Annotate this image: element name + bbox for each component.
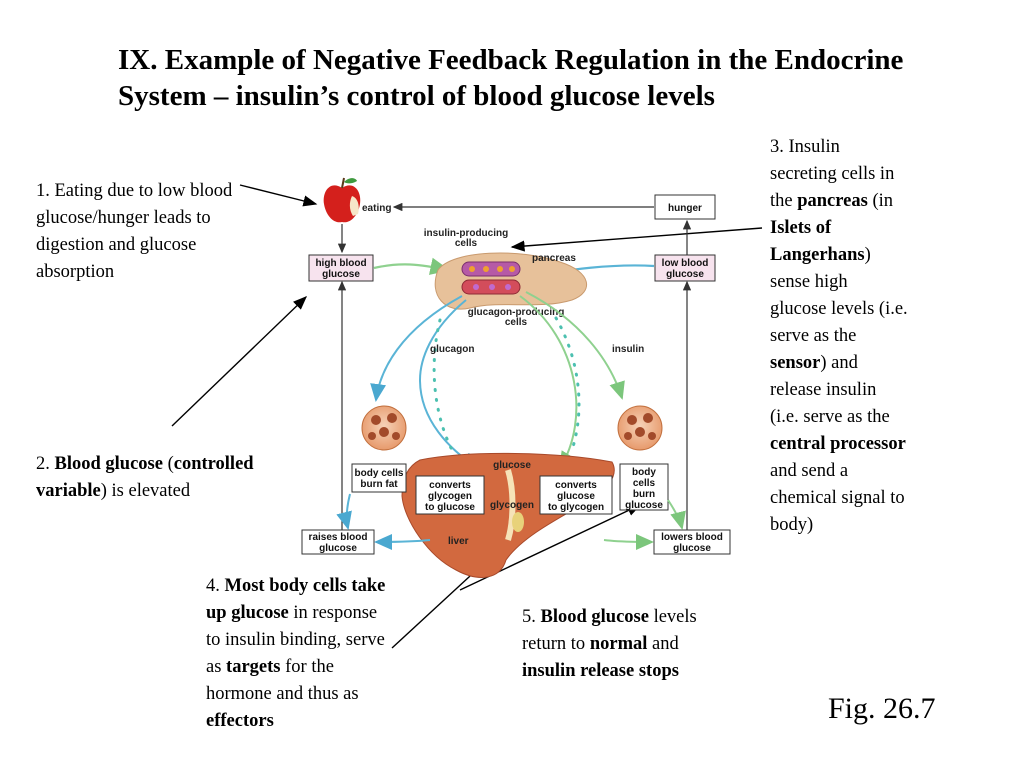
note-3-sensor: sensor — [770, 353, 821, 373]
note-5-insulin-release-stops: insulin release stops — [522, 661, 679, 681]
insulin-label: insulin — [612, 344, 644, 355]
converts-glycogen-box — [415, 475, 485, 515]
apple-icon — [323, 177, 361, 223]
lowers-blood-glucose-line2: glucose — [673, 543, 711, 554]
lowers-blood-glucose-box — [653, 529, 731, 555]
insulin-producing-cells-line1: insulin-producing — [424, 228, 508, 239]
body-cells-burn-glucose-line1: body — [632, 467, 656, 478]
high-blood-glucose-line1: high blood — [315, 258, 366, 269]
converts-glycogen-line1: converts — [429, 480, 471, 491]
note-3-central-processor: central processor — [770, 434, 906, 454]
insulin-path-to-liver — [519, 295, 578, 470]
low-blood-glucose-box — [654, 254, 716, 282]
note-3-t2: (in — [867, 191, 893, 211]
liver-label: liver — [448, 536, 469, 547]
eating-label: eating — [362, 203, 391, 214]
note-5-normal: normal — [589, 634, 648, 654]
pancreas-label: pancreas — [532, 253, 576, 264]
note-4: 4. Most body cells take up glucose in re… — [206, 573, 386, 735]
insulin-path-to-cells — [525, 291, 625, 400]
glucagon-path-to-liver — [418, 299, 480, 470]
note-3-t3: ) sense high glucose levels (i.e. serve … — [770, 245, 908, 346]
insulin-producing-cells-line2: cells — [455, 238, 478, 249]
glucagon-producing-cells-line2: cells — [505, 317, 528, 328]
note-1: 1. Eating due to low blood glucose/hunge… — [36, 178, 242, 286]
arrow-fat-to-raises — [336, 493, 352, 530]
body-cells-burn-fat-line2: burn fat — [360, 479, 398, 490]
converts-glucose-line3: to glycogen — [548, 502, 604, 513]
glucagon-producing-cells-line1: glucagon-producing — [468, 307, 565, 318]
hunger-box — [654, 194, 716, 220]
note-4-t2: in response to insulin binding, serve as — [206, 603, 385, 677]
note-4-targets: targets — [226, 657, 281, 677]
converts-glycogen-line3: to glucose — [425, 502, 475, 513]
body-cells-burn-glucose-line3: burn — [633, 489, 655, 500]
note-5-t3: and — [647, 634, 679, 654]
high-blood-glucose-box — [308, 254, 374, 282]
note-4-effectors: effectors — [206, 711, 274, 731]
note-3-t1: 3. Insulin secreting cells in the — [770, 137, 895, 211]
low-blood-glucose-line2: glucose — [666, 269, 704, 280]
body-cells-burn-glucose-line4: glucose — [625, 500, 663, 511]
raises-blood-glucose-line2: glucose — [319, 543, 357, 554]
converts-glucose-line2: glucose — [557, 491, 595, 502]
lowers-blood-glucose-line1: lowers blood — [661, 532, 723, 543]
low-blood-glucose-line1: low blood — [662, 258, 709, 269]
note-5-t1: 5. — [522, 607, 541, 627]
figure-label: Fig. 26.7 — [828, 692, 936, 725]
body-cells-left-illustration — [361, 405, 407, 451]
note-3: 3. Insulin secreting cells in the pancre… — [770, 134, 908, 539]
pancreas-illustration — [434, 252, 588, 310]
glucagon-label: glucagon — [430, 344, 474, 355]
body-cells-burn-fat-line1: body cells — [355, 468, 404, 479]
insulin-molecules — [554, 316, 581, 452]
note-2-mid2: ) is elevated — [100, 481, 191, 501]
note-5-t2: levels return to — [522, 607, 697, 654]
high-blood-glucose-line2: glucose — [322, 269, 360, 280]
arrow-cells-to-lowers — [667, 499, 686, 530]
note-4-t1: 4. — [206, 576, 225, 596]
converts-glycogen-line2: glycogen — [428, 491, 472, 502]
converts-glucose-box — [539, 475, 613, 515]
arrow-liver-to-raises — [374, 533, 431, 550]
hunger-label: hunger — [668, 203, 702, 214]
arrow-liver-to-lowers — [603, 533, 654, 550]
note-3-islets: Islets of Langerhans — [770, 218, 865, 265]
body-cells-burn-glucose-box — [619, 463, 669, 511]
glucagon-path-to-cells — [370, 295, 463, 402]
note-2: 2. Blood glucose (controlled variable) i… — [36, 451, 256, 505]
note-3-t5: and send a chemical signal to body) — [770, 461, 905, 535]
raises-blood-glucose-line1: raises blood — [309, 532, 368, 543]
note-1-text: 1. Eating due to low blood glucose/hunge… — [36, 181, 233, 282]
slide-title: IX. Example of Negative Feedback Regulat… — [118, 44, 904, 112]
pointer-note1 — [239, 184, 318, 207]
note-3-pancreas: pancreas — [797, 191, 868, 211]
glucose-label: glucose — [493, 460, 531, 471]
note-4-most-body-cells: Most body cells take up glucose — [206, 576, 386, 623]
note-2-mid1: ( — [162, 454, 174, 474]
body-cells-burn-glucose-line2: cells — [633, 478, 656, 489]
note-5-blood-glucose: Blood glucose — [540, 607, 649, 627]
converts-glucose-line1: converts — [555, 480, 597, 491]
pointer-note2 — [171, 296, 308, 427]
note-4-t3: for the hormone and thus as — [206, 657, 359, 704]
glycogen-label: glycogen — [490, 500, 534, 511]
body-cells-burn-fat-box — [351, 463, 407, 493]
body-cells-right-illustration — [617, 405, 663, 451]
note-3-t4: ) and release insulin (i.e. serve as the — [770, 353, 890, 427]
note-2-controlled-variable: controlled variable — [36, 454, 254, 501]
pointer-note3 — [510, 227, 763, 252]
liver-illustration — [401, 452, 615, 578]
note-2-blood-glucose: Blood glucose — [54, 454, 163, 474]
pointer-note4 — [391, 564, 484, 649]
arrow-high-to-pancreas — [373, 257, 451, 275]
note-2-prefix: 2. — [36, 454, 55, 474]
note-5: 5. Blood glucose levels return to normal… — [522, 604, 708, 685]
